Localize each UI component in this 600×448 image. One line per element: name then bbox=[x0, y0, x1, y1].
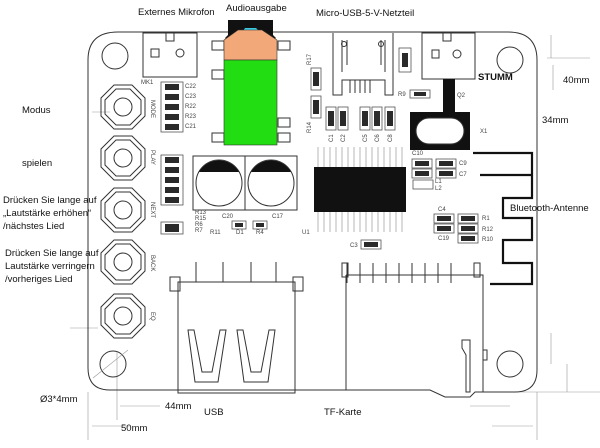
silk-r9: R9 bbox=[398, 92, 406, 98]
label-tf-card: TF-Karte bbox=[324, 407, 361, 418]
label-next-2: „Lautstärke erhöhen“ bbox=[3, 208, 91, 219]
silk-c19: C19 bbox=[438, 236, 450, 242]
label-play: spielen bbox=[22, 158, 52, 169]
label-back-3: /vorheriges Lied bbox=[5, 274, 73, 285]
mounting-hole-tl bbox=[101, 42, 129, 70]
silk-r12: R12 bbox=[482, 227, 494, 233]
board-outline bbox=[87, 31, 538, 398]
label-dim-34: 34mm bbox=[542, 115, 568, 126]
silk-back: BACK bbox=[149, 255, 155, 271]
silkscreen-labels: MK1 C22 C23 R22 R23 C21 MODE PLAY NEXT B… bbox=[141, 53, 494, 321]
silk-c21: C21 bbox=[185, 124, 197, 130]
label-dim-44: 44mm bbox=[165, 401, 191, 412]
silk-c17: C17 bbox=[272, 214, 284, 220]
label-mute: STUMM bbox=[478, 72, 513, 83]
label-usb: USB bbox=[204, 407, 224, 418]
silk-u1: U1 bbox=[302, 230, 310, 236]
silk-r15: R15 bbox=[195, 216, 207, 222]
silk-c1: C1 bbox=[329, 134, 335, 142]
silk-c3: C3 bbox=[350, 243, 358, 249]
silk-play: PLAY bbox=[149, 150, 155, 165]
usb-a-port bbox=[169, 262, 304, 394]
label-dim-50: 50mm bbox=[121, 423, 147, 434]
silk-r23: R23 bbox=[185, 114, 197, 120]
silk-c6: C6 bbox=[375, 134, 381, 142]
crystal-x1 bbox=[410, 112, 470, 150]
silk-d1: D1 bbox=[236, 230, 244, 236]
mounting-hole-tr bbox=[496, 46, 524, 74]
micro-usb-port bbox=[332, 33, 394, 96]
tf-card-slot bbox=[341, 262, 488, 393]
silk-r4: R4 bbox=[256, 230, 264, 236]
microphone-connector bbox=[142, 32, 198, 78]
smd-components bbox=[160, 47, 479, 250]
silk-r17: R17 bbox=[307, 53, 313, 65]
silk-mk1: MK1 bbox=[141, 80, 154, 86]
silk-x1: X1 bbox=[480, 129, 488, 135]
silk-r22: R22 bbox=[185, 104, 197, 110]
chip-u1 bbox=[314, 147, 406, 232]
silk-c4: C4 bbox=[438, 207, 446, 213]
electrolytic-capacitors bbox=[192, 155, 298, 211]
bluetooth-antenna-trace bbox=[473, 151, 534, 286]
silk-r11: R11 bbox=[210, 230, 221, 236]
label-hole: Ø3*4mm bbox=[40, 394, 78, 405]
silk-q2: Q2 bbox=[457, 93, 466, 99]
silk-mode: MODE bbox=[149, 100, 155, 118]
label-back-2: Lautstärke verringern bbox=[5, 261, 95, 272]
mounting-hole-bl bbox=[99, 350, 127, 378]
silk-l2: L2 bbox=[435, 186, 442, 192]
label-power: Micro-USB-5-V-Netzteil bbox=[316, 8, 414, 19]
label-antenna: Bluetooth-Antenne bbox=[510, 203, 589, 214]
dimension-lines bbox=[70, 35, 600, 440]
silk-next: NEXT bbox=[149, 202, 155, 218]
label-external-mic: Externes Mikrofon bbox=[138, 7, 215, 18]
silk-c7: C7 bbox=[459, 172, 467, 178]
label-next-3: /nächstes Lied bbox=[3, 221, 64, 232]
label-next-1: Drücken Sie lange auf bbox=[3, 195, 97, 206]
mute-switch bbox=[421, 32, 476, 112]
label-mode: Modus bbox=[22, 105, 51, 116]
silk-l1: L1 bbox=[435, 179, 442, 185]
silk-c8: C8 bbox=[388, 134, 394, 142]
callout-labels: Externes Mikrofon Audioausgabe Micro-USB… bbox=[3, 3, 589, 434]
silk-r13: R13 bbox=[195, 210, 207, 216]
buttons bbox=[100, 84, 146, 339]
label-dim-40: 40mm bbox=[563, 75, 589, 86]
label-audio-output: Audioausgabe bbox=[226, 3, 287, 14]
silk-c2: C2 bbox=[341, 134, 347, 142]
silk-c5: C5 bbox=[363, 134, 369, 142]
silk-c9: C9 bbox=[459, 161, 467, 167]
mounting-hole-br bbox=[496, 350, 524, 378]
audio-jack bbox=[211, 20, 291, 146]
silk-c10: C10 bbox=[412, 151, 424, 157]
silk-r6: R6 bbox=[195, 222, 203, 228]
silk-r10: R10 bbox=[482, 237, 494, 243]
silk-eq: EQ bbox=[149, 312, 155, 321]
silk-r14: R14 bbox=[307, 121, 313, 133]
silk-c20: C20 bbox=[222, 214, 234, 220]
label-back-1: Drücken Sie lange auf bbox=[5, 248, 99, 259]
silk-c22: C22 bbox=[185, 84, 197, 90]
silk-r1: R1 bbox=[482, 216, 490, 222]
silk-r7: R7 bbox=[195, 228, 203, 234]
silk-c23: C23 bbox=[185, 94, 197, 100]
